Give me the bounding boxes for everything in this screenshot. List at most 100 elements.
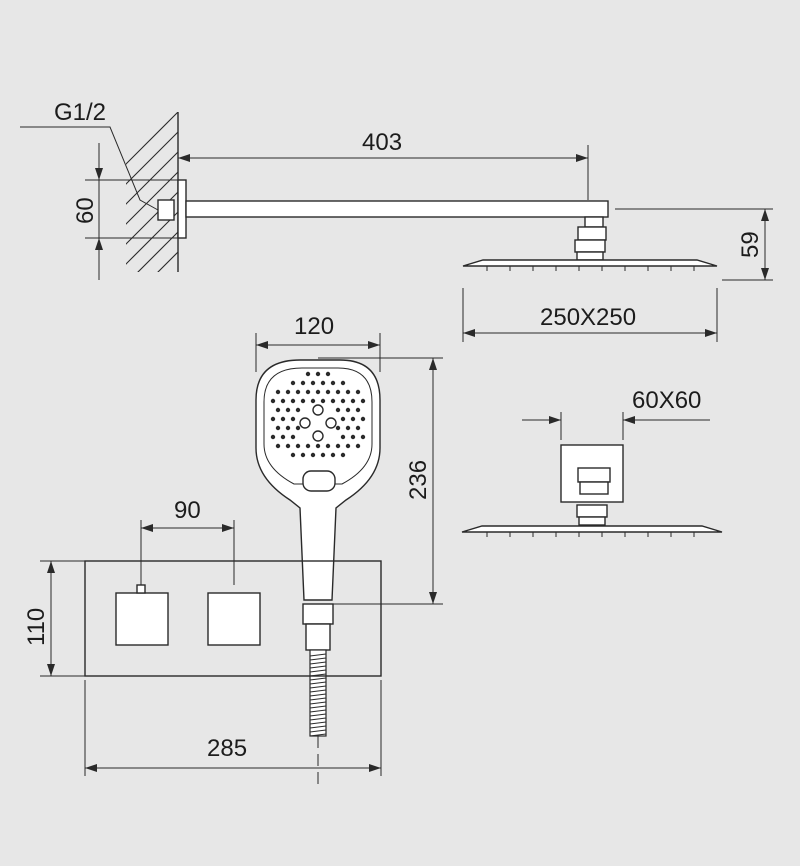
hose-coil [309,653,327,657]
nozzle-dot [360,434,366,440]
arm-length-label: 403 [362,129,402,156]
nozzle-dot [275,407,281,413]
nozzle-dot [320,398,326,404]
nozzle-dot [310,398,316,404]
head-height-label: 59 [737,231,764,258]
hose-coil [309,665,327,669]
hose-coil [309,729,327,733]
hose-coil [309,697,327,701]
nozzle-dot [295,389,301,395]
arm-connector [157,199,175,221]
nozzle-dot [335,389,341,395]
hose-coil [309,709,327,713]
nozzle-dot [280,416,286,422]
nozzle-dot [320,380,326,386]
nozzle-dot [285,425,291,431]
nozzle-dot [320,452,326,458]
shower-head-front-view: 60X60 [461,387,723,537]
handshower-length-label: 236 [405,460,432,500]
nozzle-dot [315,389,321,395]
nozzle-dot [290,452,296,458]
nozzle-dot [335,407,341,413]
thread-label: G1/2 [54,99,106,126]
nozzle-dot [340,452,346,458]
nozzle-dot [335,443,341,449]
nozzle-dot [315,371,321,377]
nozzle-dot [335,425,341,431]
hose-coil [309,717,327,721]
nozzle-dot [290,398,296,404]
hose-coil [309,701,327,705]
hose-coil [309,657,327,661]
nozzle-dot [350,434,356,440]
nozzle-dot [325,371,331,377]
shower-arm [185,200,609,218]
nozzle-dot [280,398,286,404]
nozzle-dot [270,398,276,404]
shower-head-plate-front [461,525,723,533]
hose-coil [309,669,327,673]
hose-coil [309,681,327,685]
head-size-label: 250X250 [540,304,636,331]
handshower-width-label: 120 [294,313,334,340]
nozzle-dot [270,416,276,422]
nozzle-dot [345,407,351,413]
hose-coil [309,677,327,681]
nozzle-dot [355,425,361,431]
nozzle-pattern [270,371,366,458]
nozzle-dot [285,407,291,413]
wall-hatching [126,112,178,272]
base-size-label: 60X60 [632,387,701,414]
spray-button [302,470,336,492]
nozzle-dot [295,443,301,449]
nozzle-dot [345,425,351,431]
nozzle-dot [360,416,366,422]
nozzle-dot [325,389,331,395]
nozzle-dot [275,443,281,449]
panel-height-label: 110 [23,608,50,646]
nozzle-dot [275,389,281,395]
nozzle-dot [345,389,351,395]
right-knob [207,592,261,646]
hose-coil [309,689,327,693]
shower-head-plate [462,259,718,267]
left-knob [115,592,169,646]
nozzle-dot [300,452,306,458]
nozzle-dot [345,443,351,449]
panel-plate [84,560,382,677]
nozzle-dot [300,380,306,386]
nozzle-dot [270,434,276,440]
nozzle-dot [340,416,346,422]
panel-width-label: 285 [207,735,247,762]
nozzle-dot [290,380,296,386]
center-nozzle-cluster [299,404,337,442]
nozzle-dot [290,434,296,440]
shower-head-side-view: 59 250X250 [462,208,773,342]
nozzle-dot [290,416,296,422]
wall-flange [177,179,187,239]
thread-leader [20,126,159,211]
nozzle-dot [330,380,336,386]
shower-hose [309,649,327,737]
nozzle-dot [355,443,361,449]
knob-spacing-label: 90 [174,497,201,524]
hose-coil [309,661,327,665]
nozzle-dot [295,425,301,431]
nozzle-dot [355,389,361,395]
nozzle-dot [295,407,301,413]
nozzle-dot [305,371,311,377]
arm-height-label: 60 [72,197,99,224]
nozzle-dot [285,389,291,395]
nozzle-dot [305,443,311,449]
nozzle-dot [360,398,366,404]
mixer-panel: 90 110 285 [23,497,382,776]
nozzle-dot [310,452,316,458]
hose-coil [309,705,327,709]
nozzle-dot [350,416,356,422]
nozzle-dot [315,443,321,449]
wall-mount-arm-view: G1/2 60 403 [20,99,609,280]
nozzle-dot [300,398,306,404]
hose-coil [309,713,327,717]
hose-coil [309,685,327,689]
hand-shower: 120 236 [255,313,443,790]
